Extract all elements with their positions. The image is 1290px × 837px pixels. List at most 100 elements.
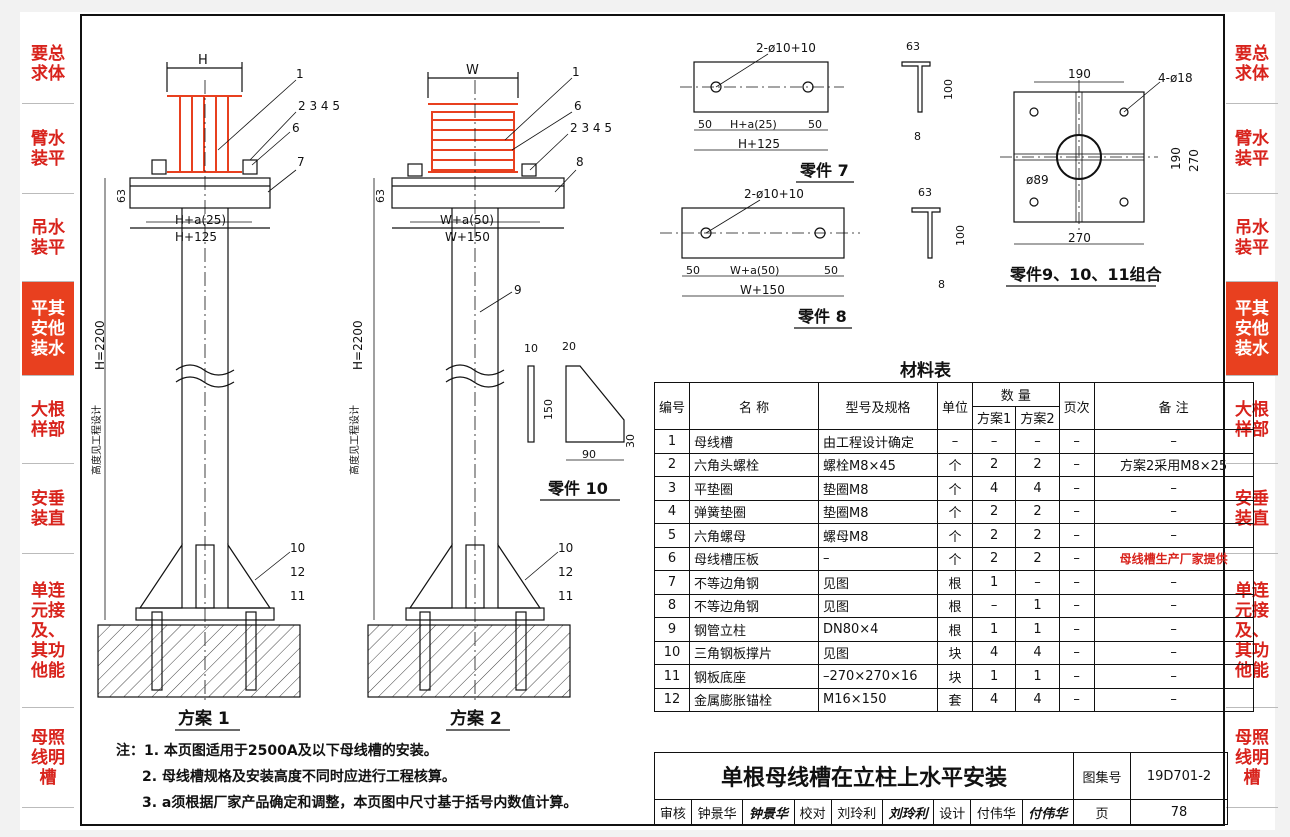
side-tab-rt-7[interactable]: 母照 线明 槽	[1226, 708, 1278, 808]
side-tab-rt-1[interactable]: 臂水 装平	[1226, 104, 1278, 194]
part8-drawing: 2-ø10+10 50 W+a(50) 50 W+150 零件 8 63 100…	[660, 186, 967, 329]
materials-title: 材料表	[900, 361, 951, 381]
side-tab-rt-0[interactable]: 要总 求体	[1226, 24, 1278, 104]
scheme1-dim-inner: H+a(25)	[175, 213, 226, 227]
cell-spec: –	[818, 546, 939, 571]
part7-holes: 2-ø10+10	[756, 41, 816, 55]
cell-page: –	[1058, 429, 1095, 454]
cell-name: 平垫圈	[689, 476, 820, 501]
cell-page: –	[1058, 499, 1095, 524]
side-tab-lt-7[interactable]: 母照 线明 槽	[22, 708, 74, 808]
cell-q2: 2	[1015, 546, 1060, 571]
part9-bottom: 270	[1068, 231, 1091, 245]
cell-no: 6	[653, 546, 691, 571]
scheme2-label-2345: 2 3 4 5	[570, 121, 612, 135]
scheme1-dim-outer: H+125	[175, 230, 217, 244]
page-number: 78	[1130, 799, 1228, 825]
cell-no: 4	[653, 499, 691, 524]
part10-h: 150	[542, 399, 555, 420]
cell-note: –	[1093, 429, 1254, 454]
col-unit: 单位	[937, 382, 974, 430]
cell-note: 母线槽生产厂家提供	[1093, 546, 1254, 571]
part7-a2: 100	[942, 79, 955, 100]
side-tab-rt-3[interactable]: 平其 安他 装水	[1226, 282, 1278, 376]
scheme2-label-1: 1	[572, 65, 580, 79]
cell-name: 钢板底座	[689, 664, 820, 689]
part8-holes: 2-ø10+10	[744, 187, 804, 201]
scheme2-label-12: 12	[558, 565, 573, 579]
cell-no: 7	[653, 570, 691, 595]
cell-q1: 2	[972, 499, 1017, 524]
page-label: 页	[1073, 799, 1131, 825]
cell-page: –	[1058, 523, 1095, 548]
cell-q1: 1	[972, 570, 1017, 595]
cell-q2: 2	[1015, 499, 1060, 524]
side-tab-lt-4[interactable]: 大根 样部	[22, 376, 74, 464]
scheme2-label-9: 9	[514, 283, 522, 297]
cell-spec: 见图	[818, 640, 939, 665]
part7-d3: 50	[808, 118, 822, 131]
cell-note: –	[1093, 570, 1254, 595]
cell-unit: 个	[937, 546, 974, 571]
atlas-number: 19D701-2	[1130, 752, 1228, 800]
scheme2-height-note: 高度见工程设计	[348, 405, 361, 475]
scheme2-label-6: 6	[574, 99, 582, 113]
part10-t1: 10	[524, 342, 538, 355]
cell-no: 5	[653, 523, 691, 548]
cell-note: –	[1093, 523, 1254, 548]
note-2: 2. 母线槽规格及安装高度不同时应进行工程核算。	[142, 769, 456, 785]
side-tab-lt-3[interactable]: 平其 安他 装水	[22, 282, 74, 376]
cell-no: 9	[653, 617, 691, 642]
part10-c: 30	[624, 434, 637, 448]
note-1: 注：1. 本页图适用于2500A及以下母线槽的安装。	[116, 743, 438, 759]
scheme2-label-8: 8	[576, 155, 584, 169]
side-tab-lt-2[interactable]: 吊水 装平	[22, 194, 74, 282]
cell-page: –	[1058, 570, 1095, 595]
note-3: 3. a须根据厂家产品确定和调整，本页图中尺寸基于括号内数值计算。	[142, 795, 578, 811]
scheme1-label-12: 12	[290, 565, 305, 579]
part7-total: H+125	[738, 137, 780, 151]
scheme2-dim-outer: W+150	[445, 230, 490, 244]
part7-a1: 63	[906, 40, 920, 53]
cell-q2: –	[1015, 570, 1060, 595]
atlas-label: 图集号	[1073, 752, 1131, 800]
cell-name: 弹簧垫圈	[689, 499, 820, 524]
scheme1-label-2345: 2 3 4 5	[298, 99, 340, 113]
scheme2-dim-w: W	[466, 63, 479, 78]
cell-page: –	[1058, 664, 1095, 689]
cell-spec: 垫圈M8	[818, 499, 939, 524]
part9-v1: 190	[1169, 147, 1183, 170]
reviewer-signature: 钟景华	[742, 799, 795, 825]
side-tab-lt-5[interactable]: 安垂 装直	[22, 464, 74, 554]
side-tab-lt-1[interactable]: 臂水 装平	[22, 104, 74, 194]
side-tab-lt-0[interactable]: 要总 求体	[22, 24, 74, 104]
cell-name: 六角螺母	[689, 523, 820, 548]
cell-note: –	[1093, 617, 1254, 642]
cell-no: 3	[653, 476, 691, 501]
cell-page: –	[1058, 476, 1095, 501]
cell-name: 不等边角钢	[689, 593, 820, 618]
cell-q1: 4	[972, 640, 1017, 665]
cell-spec: 螺栓M8×45	[818, 452, 939, 477]
cell-q1: 1	[972, 664, 1017, 689]
review-label: 审核	[654, 799, 692, 825]
cell-note: 方案2采用M8×25	[1093, 452, 1254, 477]
part8-a2: 100	[954, 225, 967, 246]
cell-q2: 2	[1015, 523, 1060, 548]
cell-q1: –	[972, 429, 1017, 454]
cell-unit: 块	[937, 664, 974, 689]
cell-page: –	[1058, 617, 1095, 642]
cell-q1: 4	[972, 476, 1017, 501]
part9-caption: 零件9、10、11组合	[1009, 265, 1163, 284]
cell-q2: 4	[1015, 687, 1060, 712]
part10-t2: 20	[562, 340, 576, 353]
side-tab-rt-2[interactable]: 吊水 装平	[1226, 194, 1278, 282]
scheme2-drawing: W W+a(50) W+150 63 H=2200 高度见工程设计 1 6 2 …	[348, 63, 612, 731]
scheme1-busway	[167, 95, 242, 173]
cell-note: –	[1093, 499, 1254, 524]
side-tab-lt-6[interactable]: 单连 元接 及、 其功 他能	[22, 554, 74, 708]
cell-page: –	[1058, 452, 1095, 477]
notes: 注：1. 本页图适用于2500A及以下母线槽的安装。 2. 母线槽规格及安装高度…	[116, 738, 577, 816]
